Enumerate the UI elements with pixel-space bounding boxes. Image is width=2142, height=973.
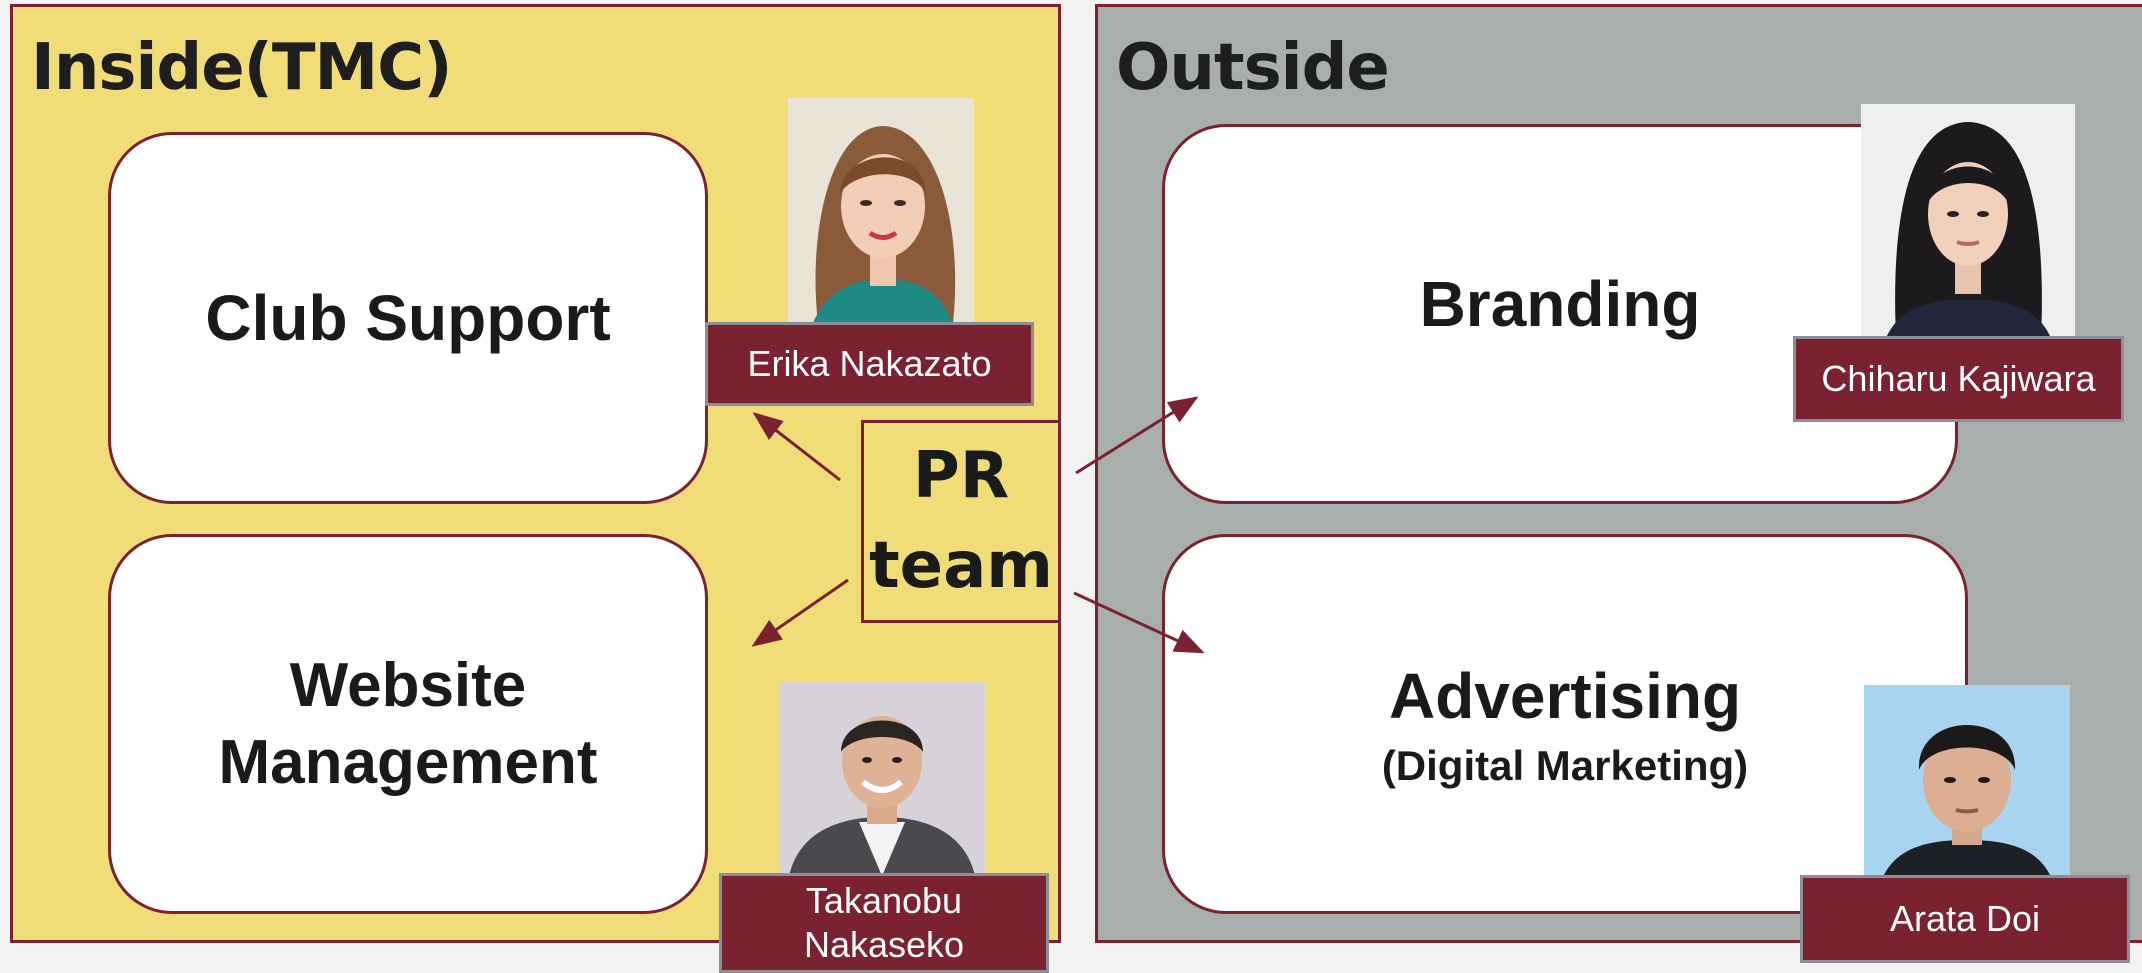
pr-team-line2: team [869, 528, 1053, 603]
website-management-line1: Website [289, 650, 527, 720]
club-support-label: Club Support [205, 282, 611, 354]
takanobu-photo [779, 682, 985, 876]
pr-team-line1: PR [912, 438, 1010, 513]
pr-team-box: PR team [861, 420, 1061, 623]
branding-label: Branding [1419, 268, 1701, 340]
chiharu-photo [1861, 104, 2075, 338]
chiharu-nametag: Chiharu Kajiwara [1793, 336, 2124, 422]
arata-nametag: Arata Doi [1800, 875, 2130, 963]
outside-title: Outside [1116, 31, 1390, 105]
takanobu-name-line2: Nakaseko [803, 924, 965, 965]
inside-title: Inside(TMC) [31, 31, 452, 105]
advertising-label: Advertising [1388, 659, 1742, 732]
erika-name: Erika Nakazato [747, 343, 992, 385]
website-management-line2: Management [218, 728, 598, 797]
advertising-box: Advertising (Digital Marketing) [1162, 534, 1968, 914]
arata-name: Arata Doi [1889, 898, 2041, 940]
branding-box: Branding [1162, 124, 1958, 504]
erika-nametag: Erika Nakazato [705, 322, 1034, 406]
advertising-sublabel: (Digital Marketing) [1381, 741, 1749, 789]
club-support-box: Club Support [108, 132, 708, 504]
website-management-box: Website Management [108, 534, 708, 914]
takanobu-name-line1: Takanobu [805, 880, 963, 922]
arata-photo [1864, 685, 2070, 875]
takanobu-nametag: Takanobu Nakaseko [719, 873, 1049, 973]
erika-photo [788, 98, 974, 323]
chiharu-name: Chiharu Kajiwara [1821, 358, 2096, 400]
